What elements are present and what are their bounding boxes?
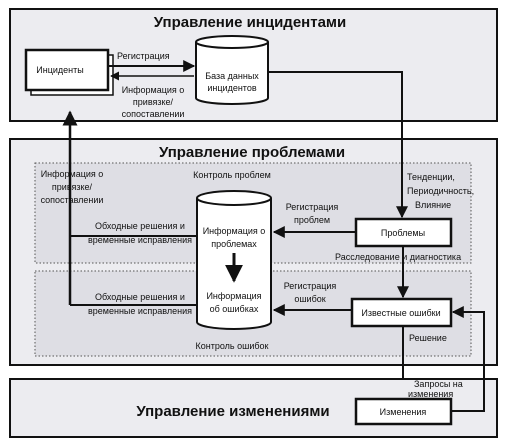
problems-label: Проблемы — [381, 228, 425, 238]
workarounds-2-label-1: Обходные решения и — [95, 292, 185, 302]
change-feedback-line — [451, 306, 485, 412]
known-errors-label: Известные ошибки — [361, 308, 440, 318]
registration-label: Регистрация — [117, 51, 170, 61]
db2-errors-label-1: Информация — [206, 291, 261, 301]
incidents-box — [24, 48, 110, 92]
rfc-label-1: Запросы на — [414, 379, 463, 389]
left-info-label-2: привязке/ — [52, 182, 93, 192]
solution-label: Решение — [409, 333, 447, 343]
workarounds-1-label-1: Обходные решения и — [95, 221, 185, 231]
changes-label: Изменения — [380, 407, 427, 417]
workarounds-2-label-2: временные исправления — [88, 306, 192, 316]
problem-management-title: Управление проблемами — [159, 144, 345, 161]
link-info-label-1: Информация о — [122, 85, 185, 95]
reg-problems-label-2: проблем — [294, 215, 330, 225]
trends-label-1: Тенденции, — [407, 172, 455, 182]
db2-errors-label-2: об ошибках — [210, 304, 259, 314]
workarounds-1-label-2: временные исправления — [88, 235, 192, 245]
reg-errors-label-2: ошибок — [294, 294, 325, 304]
trends-label-3: Влияние — [415, 200, 451, 210]
problem-control-label: Контроль проблем — [193, 170, 271, 180]
incidents-label: Инциденты — [36, 65, 83, 75]
known-errors-box — [350, 297, 453, 328]
trends-arrow — [268, 71, 408, 219]
investigation-label: Расследование и диагностика — [335, 252, 461, 262]
reg-errors-label-1: Регистрация — [284, 281, 337, 291]
reg-problems-label-1: Регистрация — [286, 202, 339, 212]
incident-database — [195, 35, 269, 105]
db2-problems-label-1: Информация о — [203, 226, 266, 236]
left-info-label-1: Информация о — [41, 169, 104, 179]
change-management-title: Управление изменениями — [136, 403, 329, 420]
db2-problems-label-2: проблемах — [211, 239, 257, 249]
incident-management-title: Управление инцидентами — [154, 14, 346, 31]
link-info-label-2: привязке/ — [133, 97, 174, 107]
rfc-label-2: изменения — [408, 389, 453, 399]
incident-db-label-1: База данных — [205, 71, 259, 81]
trends-label-2: Периодичность, — [407, 186, 474, 196]
incident-db-label-2: инцидентов — [207, 83, 256, 93]
error-control-label: Контроль ошибок — [196, 341, 269, 351]
link-info-label-3: сопоставлении — [122, 109, 185, 119]
left-info-label-3: сопоставлении — [41, 195, 104, 205]
